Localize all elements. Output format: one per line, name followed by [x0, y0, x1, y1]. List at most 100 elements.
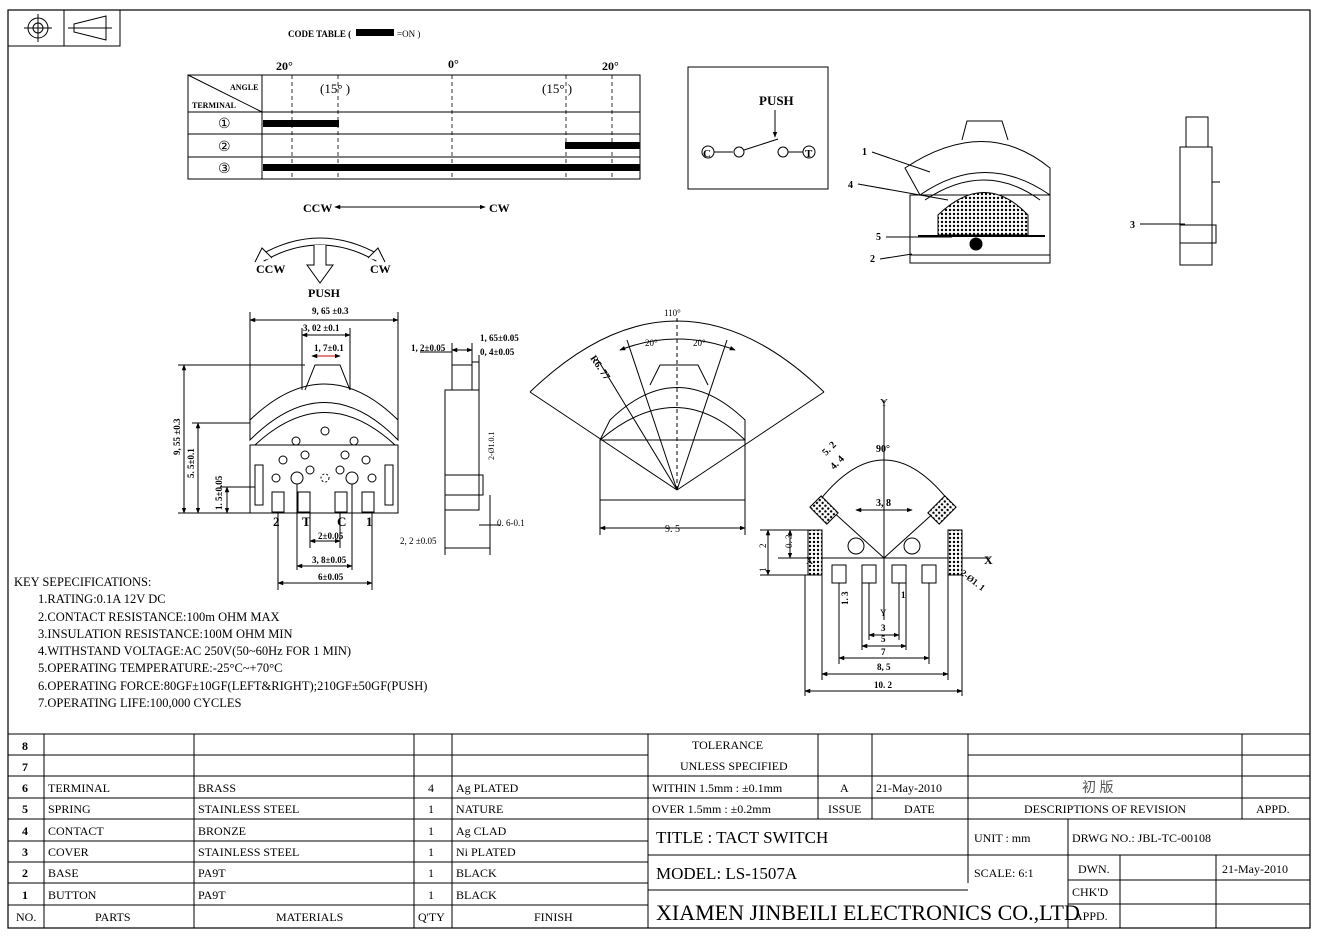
table-row: 4 CONTACT BRONZE 1 Ag CLAD: [22, 824, 507, 838]
drawing-number: DRWG NO.: JBL-TC-00108: [1072, 831, 1211, 845]
bom-finish: Ni PLATED: [456, 845, 516, 859]
company-name: XIAMEN JINBEILI ELECTRONICS CO.,LTD: [656, 900, 1080, 925]
bom-header-materials: MATERIALS: [276, 910, 343, 924]
chkd-label: CHK'D: [1072, 885, 1108, 899]
unless-label: UNLESS SPECIFIED: [680, 759, 788, 773]
bom-qty: 1: [428, 866, 434, 880]
angle-label-20-right: 20°: [602, 59, 619, 73]
terminal-1-on-bar: [263, 120, 339, 127]
table-header-row: NO. PARTS MATERIALS Q'TY FINISH: [16, 910, 573, 924]
bom-part: CONTACT: [48, 824, 104, 838]
bom-part: TERMINAL: [48, 781, 110, 795]
bom-no: 8: [22, 739, 28, 753]
bom-material: BRASS: [198, 781, 236, 795]
bom-finish: NATURE: [456, 802, 503, 816]
dim-front-38: 3, 8±0.05: [312, 555, 347, 565]
angle-label-20-left: 20°: [276, 59, 293, 73]
key-spec-item: 7.OPERATING LIFE:100,000 CYCLES: [38, 696, 242, 711]
code-table-legend-swatch: [356, 29, 394, 36]
angle-width: 9. 5: [665, 524, 680, 535]
bom-part: BUTTON: [48, 888, 97, 902]
dim-front-2: 2±0.05: [318, 531, 344, 541]
terminal-1-label: ①: [218, 117, 231, 132]
switch-schematic: PUSH C T: [687, 66, 829, 190]
table-row: 2 BASE PA9T 1 BLACK: [22, 866, 497, 880]
table-row: 5 SPRING STAINLESS STEEL 1 NATURE: [22, 802, 503, 816]
bom-material: PA9T: [198, 866, 226, 880]
bom-material: BRONZE: [198, 824, 246, 838]
appd-2-label: APPD.: [1074, 909, 1108, 923]
terminal-2-on-bar: [565, 142, 640, 149]
bom-part: BASE: [48, 866, 79, 880]
bom-qty: 1: [428, 824, 434, 838]
dwn-label: DWN.: [1078, 862, 1110, 876]
descriptions-of-revision-label: DESCRIPTIONS OF REVISION: [1024, 802, 1186, 816]
bom-header-no: NO.: [16, 910, 36, 924]
terminal-3-label: ③: [218, 162, 231, 177]
angle-view: [529, 315, 825, 535]
model-label: MODEL: LS-1507A: [656, 864, 798, 883]
footprint-d44: 4. 4: [828, 454, 846, 472]
bom-header-parts: PARTS: [95, 910, 131, 924]
bom-no: 6: [22, 781, 28, 795]
callout-5: 5: [876, 232, 881, 243]
footprint-d13: 1. 3: [840, 591, 850, 605]
footprint-y-top: Y: [880, 397, 888, 409]
schematic-t-label: T: [805, 148, 813, 160]
actuation-push: PUSH: [308, 286, 341, 300]
bom-material: PA9T: [198, 888, 226, 902]
bom-header-qty: Q'TY: [418, 910, 445, 924]
pin-t-label: T: [302, 514, 311, 529]
angle-radius: R6. 77: [588, 354, 612, 383]
dim-front-height: 9, 55 ±0.3: [172, 418, 182, 455]
dwn-date: 21-May-2010: [1222, 862, 1288, 876]
angle-label-15-right: (15° ): [542, 81, 572, 96]
dim-side-04: 0, 4±0.05: [480, 347, 515, 357]
key-spec-item: 2.CONTACT RESISTANCE:100m OHM MAX: [38, 609, 280, 624]
pin-1-label: 1: [366, 514, 373, 529]
pin-2-label: 2: [273, 514, 280, 529]
dim-front-6: 6±0.05: [318, 572, 344, 582]
angle-20-right: 20°: [693, 338, 706, 348]
bom-qty: 1: [428, 845, 434, 859]
footprint-hole: 2-Ø1. 1: [959, 568, 988, 593]
bom-material: STAINLESS STEEL: [198, 845, 299, 859]
key-spec-item: 4.WITHSTAND VOLTAGE:AC 250V(50~60Hz FOR …: [38, 644, 352, 659]
projection-symbol-icon: [7, 9, 121, 47]
over-label: OVER 1.5mm : ±0.2mm: [652, 802, 772, 816]
footprint-d5: 5: [881, 634, 886, 644]
bom-header-finish: FINISH: [534, 910, 573, 924]
footprint-x-left: X: [806, 556, 814, 567]
table-row: 7: [22, 760, 28, 774]
dim-front-top: 3, 02 ±0.1: [303, 323, 340, 333]
key-spec-title: KEY SEPECIFICATIONS:: [14, 575, 152, 589]
dim-side-hole: 2-Ø1.0.1: [487, 432, 496, 460]
terminal-3-on-bar: [263, 164, 640, 171]
key-spec-item: 6.OPERATING FORCE:80GF±10GF(LEFT&RIGHT);…: [38, 678, 428, 693]
date-label: DATE: [904, 802, 935, 816]
footprint-d38: 3, 8: [876, 498, 891, 509]
bom-no: 7: [22, 760, 28, 774]
dim-side-12: 1, 2±0.05: [411, 343, 446, 353]
dim-side-06: 0. 6-0.1: [497, 518, 525, 528]
key-spec-item: 1.RATING:0.1A 12V DC: [38, 592, 166, 607]
side-view: [420, 343, 500, 555]
table-row: 3 COVER STAINLESS STEEL 1 Ni PLATED: [22, 845, 516, 859]
direction-ccw: CCW: [303, 201, 332, 215]
bom-no: 4: [22, 824, 28, 838]
drawing-title: TITLE : TACT SWITCH: [656, 828, 828, 847]
bom-no: 2: [22, 866, 28, 880]
footprint-y-bot: Y: [880, 608, 887, 618]
dim-front-mid: 5. 5±0.1: [186, 448, 196, 478]
angle-20-left: 20°: [645, 338, 658, 348]
footprint-d102: 10. 2: [874, 680, 893, 690]
angle-110: 110°: [664, 308, 681, 318]
footprint-d1: 1: [901, 590, 906, 600]
bom-no: 5: [22, 802, 28, 816]
callout-3: 3: [1130, 220, 1135, 231]
table-row: 1 BUTTON PA9T 1 BLACK: [22, 888, 497, 902]
bom-no: 1: [22, 888, 28, 902]
terminal-2-label: ②: [218, 140, 231, 155]
code-table-title: CODE TABLE (: [288, 29, 351, 39]
